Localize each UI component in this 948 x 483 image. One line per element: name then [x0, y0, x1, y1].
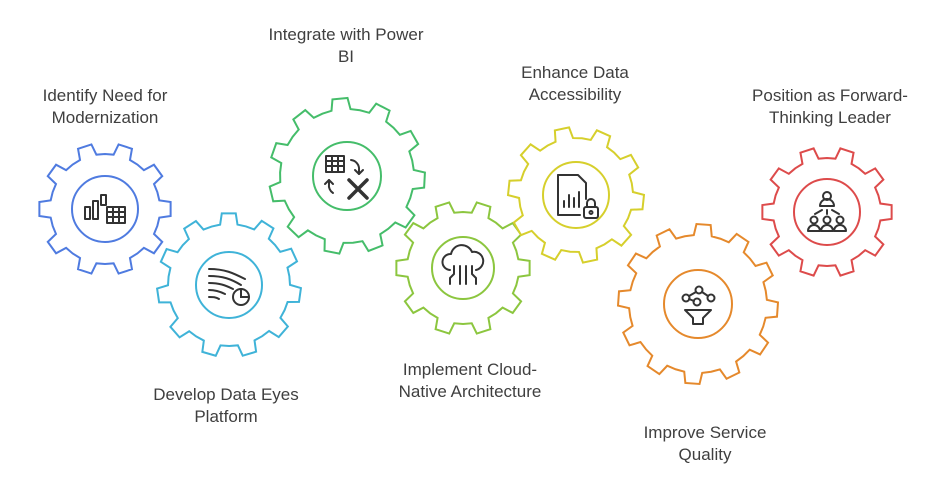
label-integrate-line-2: BI	[337, 47, 355, 66]
label-identify-line-1: Identify Need for	[42, 86, 168, 105]
label-implement-line-2: Native Architecture	[398, 382, 542, 401]
label-develop: Develop Data Eyes Platform	[136, 384, 316, 428]
label-position-line-1: Position as Forward-	[752, 86, 908, 105]
gear-develop	[155, 212, 303, 357]
label-identify: Identify Need for Modernization	[30, 85, 180, 129]
gear-improve	[616, 222, 780, 386]
table-excel-swap-icon	[324, 155, 369, 200]
label-identify-line-2: Modernization	[51, 108, 159, 127]
gear-implement-hub	[431, 236, 495, 300]
gear-enhance-hub	[542, 161, 610, 229]
gear-position	[761, 147, 893, 277]
funnel-network-icon	[681, 285, 716, 325]
label-implement-line-1: Implement Cloud-	[402, 360, 538, 379]
gear-enhance	[506, 126, 646, 264]
flow-pie-chart-icon	[208, 268, 250, 306]
label-enhance: Enhance Data Accessibility	[500, 62, 650, 106]
gear-identify-hub	[71, 175, 139, 243]
leader-team-icon	[807, 191, 847, 232]
cloud-circuit-icon	[441, 244, 485, 285]
gear-identify	[38, 143, 172, 275]
gear-implement	[395, 201, 531, 335]
label-position-line-2: Thinking Leader	[769, 108, 891, 127]
gear-develop-hub	[195, 251, 263, 319]
label-improve-line-1: Improve Service	[643, 423, 767, 442]
locked-document-chart-icon	[557, 174, 599, 219]
label-integrate-line-1: Integrate with Power	[268, 25, 424, 44]
label-integrate: Integrate with Power BI	[246, 24, 446, 68]
label-position: Position as Forward- Thinking Leader	[725, 85, 935, 129]
gear-improve-hub	[663, 269, 733, 339]
gear-integrate-hub	[312, 141, 382, 211]
label-enhance-line-2: Accessibility	[528, 85, 622, 104]
label-implement: Implement Cloud- Native Architecture	[370, 359, 570, 403]
label-develop-line-1: Develop Data Eyes	[153, 385, 299, 404]
bar-chart-table-icon	[84, 194, 126, 224]
label-enhance-line-1: Enhance Data	[521, 63, 629, 82]
label-develop-line-2: Platform	[194, 407, 258, 426]
label-improve: Improve Service Quality	[620, 422, 790, 466]
gear-integrate	[268, 96, 426, 255]
label-improve-line-2: Quality	[678, 445, 732, 464]
